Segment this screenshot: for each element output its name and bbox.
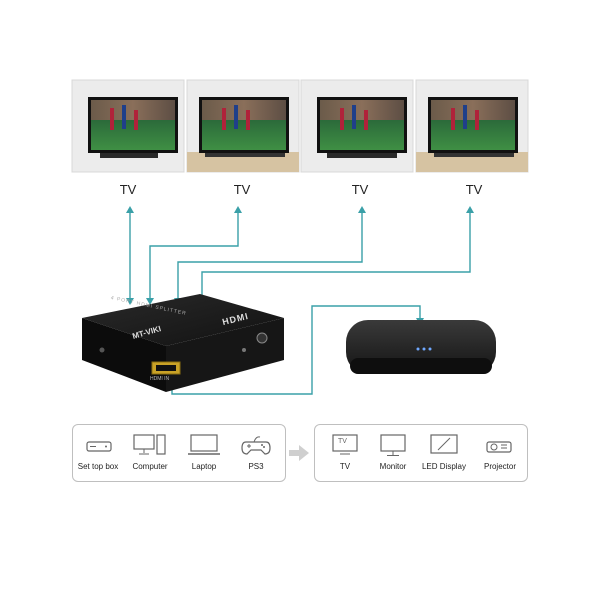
tv-photo-2 <box>186 79 300 173</box>
hdmi-splitter-device <box>82 294 284 392</box>
gamepad-icon <box>241 436 271 455</box>
display-label-monitor: Monitor <box>379 462 407 471</box>
computer-icon <box>133 434 166 455</box>
tv-label-4: TV <box>465 182 483 197</box>
tv-label-2: TV <box>233 182 251 197</box>
tv-photo-4 <box>415 79 529 173</box>
led-display-icon <box>430 434 458 454</box>
hdmi-cables <box>129 212 471 395</box>
tv-icon <box>332 434 358 455</box>
tv-icon-text: TV <box>338 438 347 445</box>
laptop-icon <box>188 434 220 455</box>
displays-panel <box>314 424 528 482</box>
flow-arrow-icon <box>289 445 309 461</box>
hdmi-in-port-label: HDMI IN <box>150 376 170 382</box>
monitor-icon <box>380 434 406 456</box>
set-top-box-device <box>346 320 496 374</box>
display-label-tv: TV <box>339 462 351 471</box>
projector-icon <box>486 441 512 453</box>
tv-photo-3 <box>300 79 414 173</box>
tv-label-1: TV <box>119 182 137 197</box>
source-label-ps3: PS3 <box>248 462 264 471</box>
sources-panel <box>72 424 286 482</box>
set-top-box-icon <box>86 441 112 452</box>
source-label-computer: Computer <box>132 462 168 471</box>
tv-photo-1 <box>71 79 185 173</box>
tv-label-3: TV <box>351 182 369 197</box>
source-label-set-top-box: Set top box <box>77 462 119 471</box>
display-label-projector: Projector <box>483 462 516 471</box>
source-label-laptop: Laptop <box>191 462 217 471</box>
display-label-led-display: LED Display <box>421 462 466 471</box>
